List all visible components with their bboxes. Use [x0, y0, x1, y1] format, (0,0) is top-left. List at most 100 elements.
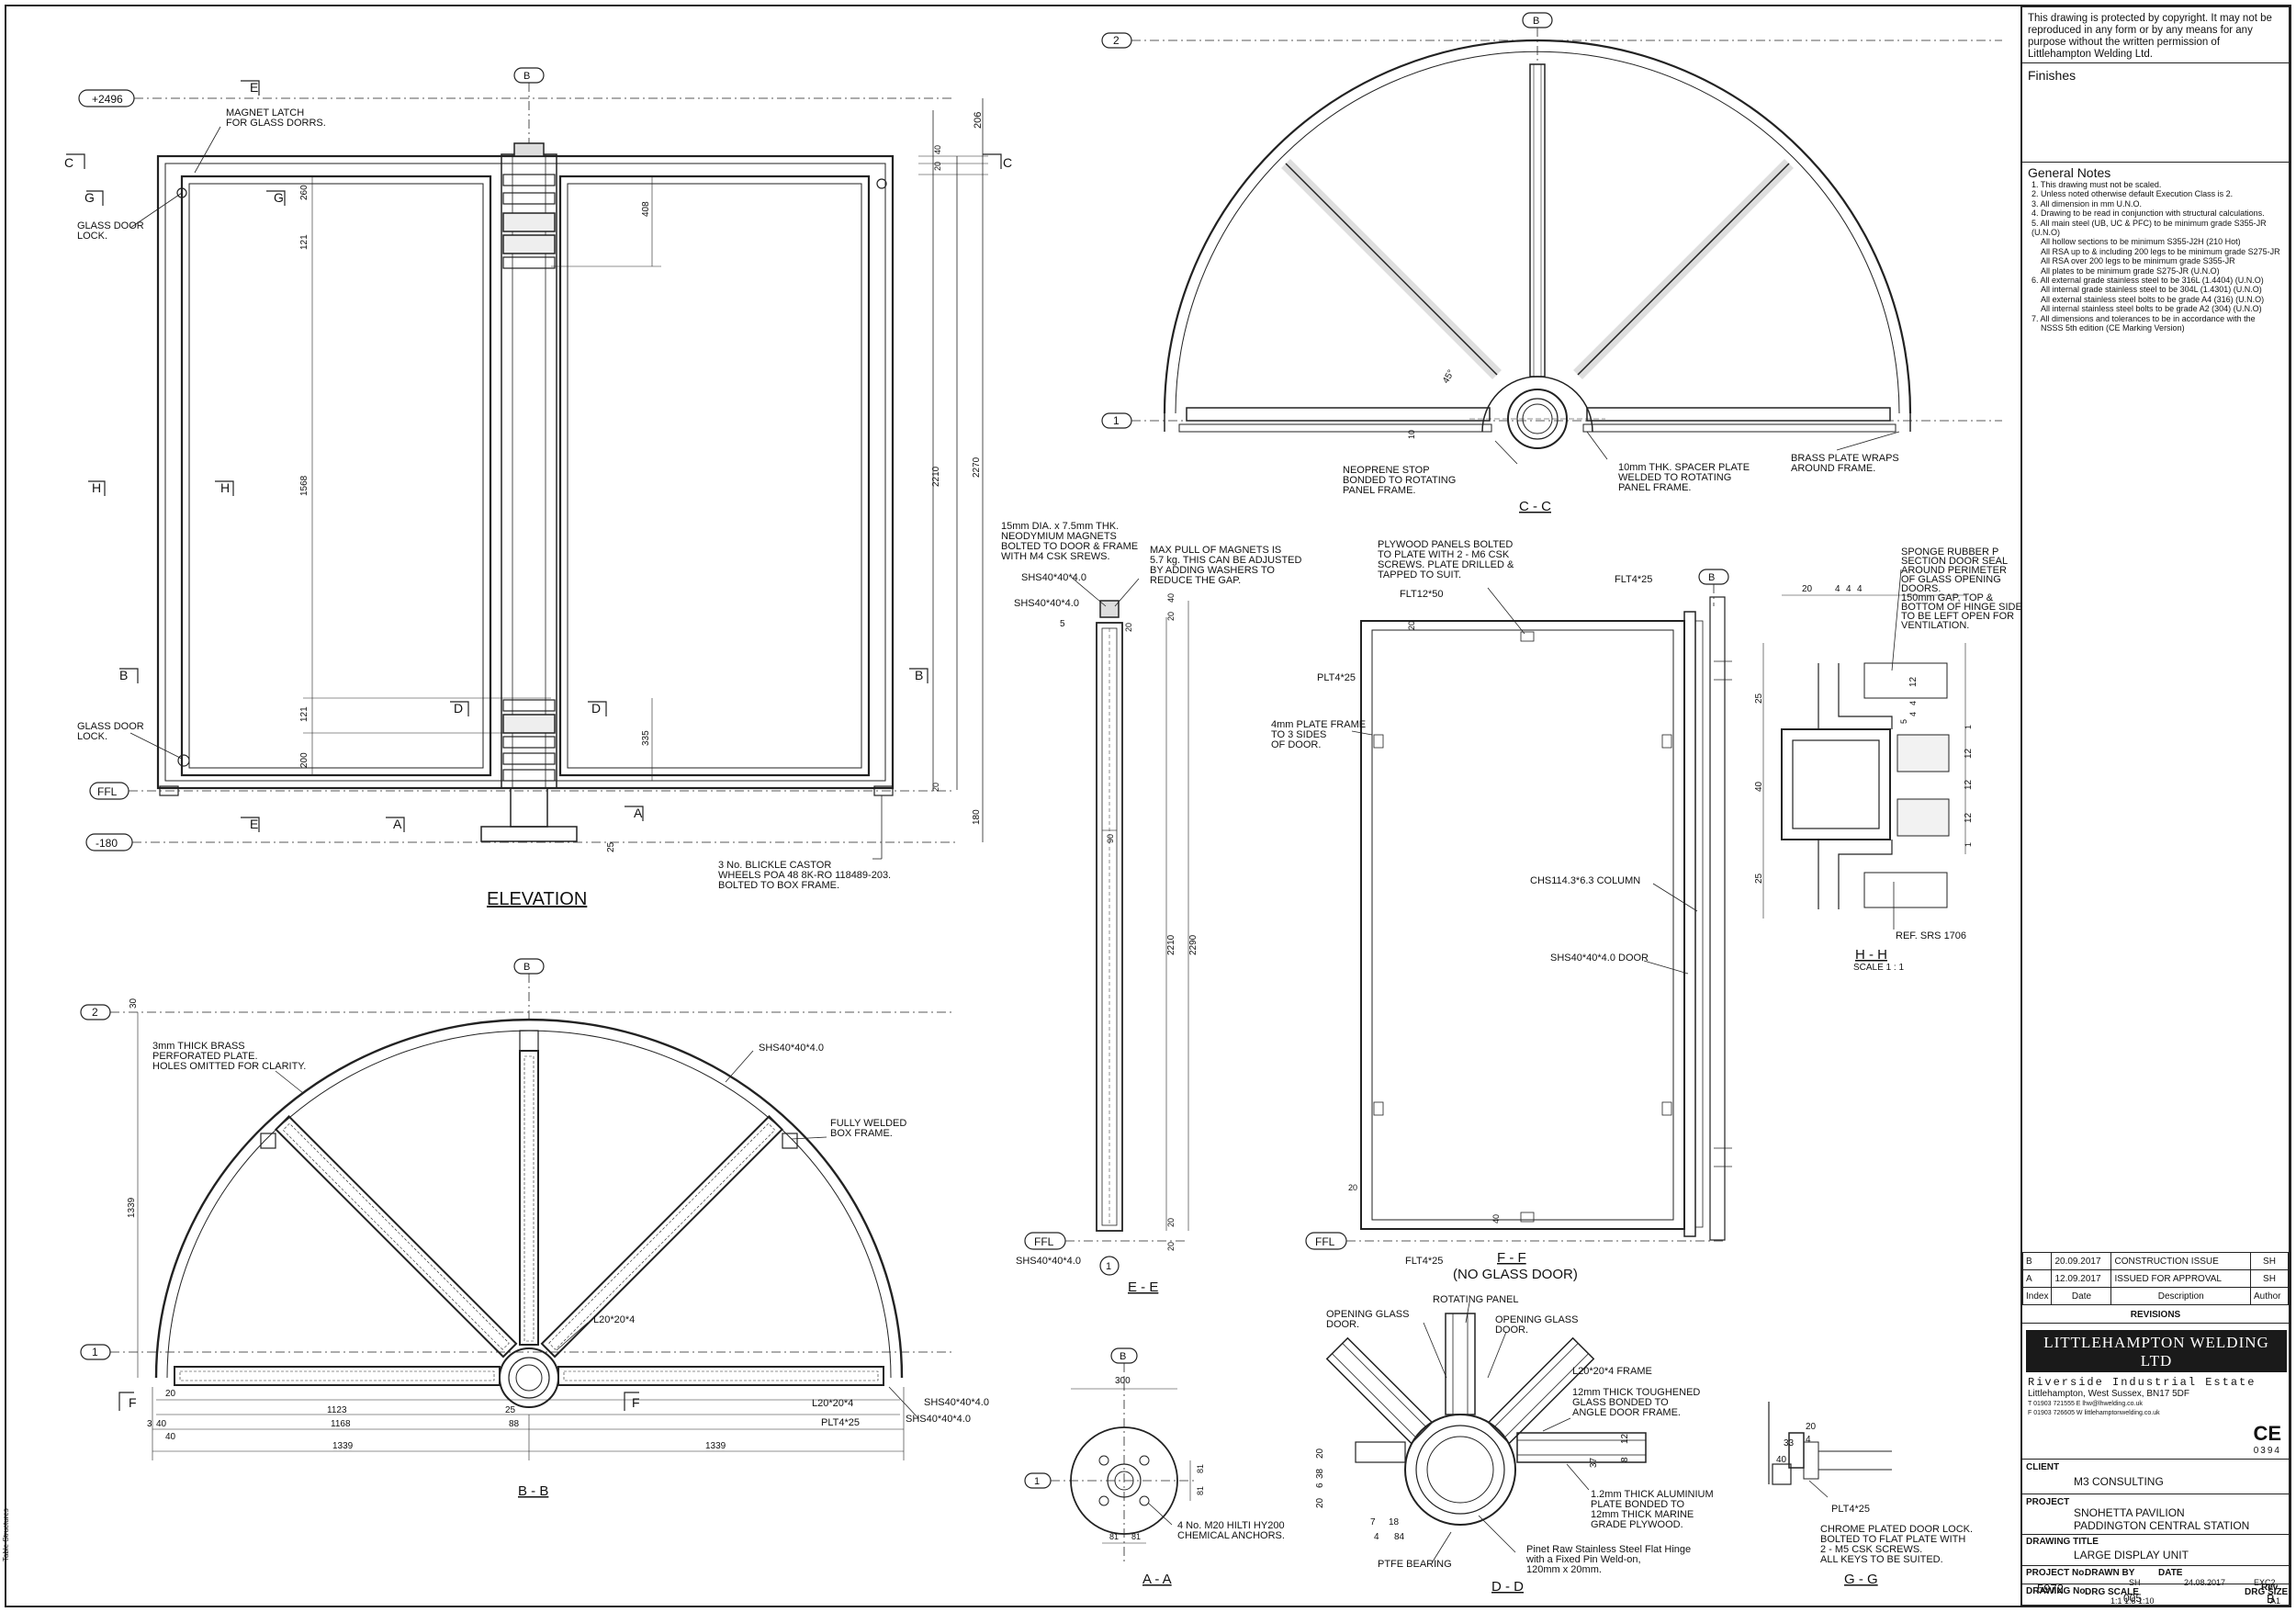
- section-ff: [1305, 569, 1732, 1250]
- svg-text:1339: 1339: [127, 1197, 137, 1218]
- svg-text:TO PLATE WITH 2 - M6 CSK: TO PLATE WITH 2 - M6 CSK: [1378, 549, 1510, 560]
- svg-text:FFL: FFL: [1315, 1235, 1335, 1248]
- client-label: CLIENT: [2026, 1462, 2060, 1472]
- section-cc-text: 2 1 B 45° 10 NEOPRENE STOP BONDED TO ROT…: [1113, 16, 1899, 514]
- svg-text:FLT4*25: FLT4*25: [1615, 574, 1652, 585]
- svg-text:B: B: [523, 962, 530, 973]
- side-note: Table Structures: [2, 1508, 10, 1561]
- svg-text:12: 12: [1620, 1433, 1630, 1444]
- drawn-by-label: DRAWN BY: [2085, 1568, 2135, 1578]
- client-value: M3 CONSULTING: [2074, 1475, 2164, 1488]
- svg-text:PERFORATED PLATE.: PERFORATED PLATE.: [152, 1051, 258, 1062]
- project-no-label: PROJECT No.: [2026, 1568, 2088, 1578]
- svg-text:B: B: [1120, 1351, 1126, 1362]
- svg-text:20: 20: [931, 783, 940, 792]
- svg-text:18: 18: [1389, 1517, 1400, 1527]
- drawing-no-label: DRAWING No.: [2026, 1586, 2088, 1596]
- svg-text:7: 7: [1370, 1517, 1376, 1527]
- rev-label: Rev: [2261, 1583, 2279, 1593]
- date-value: 24.08.2017: [2184, 1578, 2226, 1587]
- svg-text:4 No. M20 HILTI HY200: 4 No. M20 HILTI HY200: [1177, 1520, 1285, 1531]
- svg-text:1339: 1339: [705, 1441, 726, 1451]
- svg-text:40: 40: [1491, 1214, 1501, 1223]
- svg-text:5.7 kg. THIS CAN BE ADJUSTED: 5.7 kg. THIS CAN BE ADJUSTED: [1150, 555, 1302, 566]
- svg-text:B: B: [915, 668, 923, 682]
- svg-text:BOLTED TO FLAT PLATE WITH: BOLTED TO FLAT PLATE WITH: [1820, 1534, 1965, 1545]
- svg-text:2: 2: [1113, 34, 1120, 47]
- svg-text:20: 20: [1166, 612, 1176, 621]
- svg-text:WHEELS POA 48 8K-RO 118489-203: WHEELS POA 48 8K-RO 118489-203.: [718, 870, 891, 881]
- section-aa: [1024, 1347, 1194, 1561]
- revision-row: A 12.09.2017 ISSUED FOR APPROVAL SH: [2021, 1269, 2289, 1288]
- section-ff-text: PLYWOOD PANELS BOLTED TO PLATE WITH 2 - …: [1271, 539, 1715, 1282]
- drawn-by-value: SH: [2129, 1578, 2141, 1587]
- svg-text:DOOR.: DOOR.: [1326, 1319, 1359, 1330]
- project-line-2: PADDINGTON CENTRAL STATION: [2074, 1519, 2250, 1532]
- svg-text:81: 81: [1131, 1532, 1141, 1541]
- svg-text:6: 6: [1315, 1482, 1325, 1488]
- svg-text:D: D: [591, 701, 601, 716]
- svg-text:L20*20*4: L20*20*4: [812, 1398, 853, 1409]
- svg-text:BOTTOM OF HINGE SIDE: BOTTOM OF HINGE SIDE: [1901, 602, 2022, 613]
- svg-text:30: 30: [129, 998, 139, 1009]
- svg-text:12: 12: [1964, 779, 1974, 790]
- company-address: Riverside Industrial Estate Littlehampto…: [2028, 1376, 2257, 1416]
- svg-text:BONDED TO ROTATING: BONDED TO ROTATING: [1343, 475, 1456, 486]
- svg-text:40: 40: [1754, 781, 1764, 792]
- svg-text:SHS40*40*4.0: SHS40*40*4.0: [1014, 598, 1079, 609]
- svg-text:40: 40: [156, 1419, 167, 1429]
- svg-text:F: F: [632, 1395, 640, 1410]
- drawing-title-value: LARGE DISPLAY UNIT: [2074, 1549, 2189, 1561]
- svg-text:2: 2: [92, 1006, 98, 1019]
- svg-text:1.2mm THICK ALUMINIUM: 1.2mm THICK ALUMINIUM: [1591, 1489, 1714, 1500]
- svg-text:OF DOOR.: OF DOOR.: [1271, 739, 1321, 750]
- svg-text:C: C: [64, 155, 73, 170]
- svg-text:FLT4*25: FLT4*25: [1405, 1256, 1443, 1267]
- svg-text:PLATE BONDED TO: PLATE BONDED TO: [1591, 1499, 1685, 1510]
- svg-text:408: 408: [641, 201, 651, 217]
- svg-text:MAGNET LATCH: MAGNET LATCH: [226, 107, 304, 118]
- svg-text:88: 88: [509, 1419, 520, 1429]
- svg-text:SHS40*40*4.0: SHS40*40*4.0: [759, 1043, 824, 1054]
- svg-text:OPENING GLASS: OPENING GLASS: [1326, 1309, 1409, 1320]
- finishes-heading: Finishes: [2028, 68, 2077, 83]
- title-block: This drawing is protected by copyright. …: [2020, 6, 2290, 1606]
- svg-text:B: B: [1708, 572, 1715, 583]
- svg-text:L20*20*4: L20*20*4: [593, 1314, 635, 1325]
- svg-text:VENTILATION.: VENTILATION.: [1901, 620, 1969, 631]
- svg-text:PLYWOOD PANELS BOLTED: PLYWOOD PANELS BOLTED: [1378, 539, 1513, 550]
- svg-text:81: 81: [1109, 1532, 1119, 1541]
- svg-text:AROUND FRAME.: AROUND FRAME.: [1791, 463, 1875, 474]
- drg-size-label: DRG SIZE: [2245, 1587, 2289, 1597]
- svg-text:HOLES OMITTED FOR CLARITY.: HOLES OMITTED FOR CLARITY.: [152, 1061, 306, 1072]
- svg-text:OF GLASS OPENING: OF GLASS OPENING: [1901, 574, 2001, 585]
- svg-text:20: 20: [1124, 623, 1133, 632]
- svg-text:4: 4: [1846, 584, 1851, 594]
- svg-text:84: 84: [1394, 1532, 1405, 1542]
- svg-text:25: 25: [1754, 693, 1764, 704]
- svg-text:33: 33: [1784, 1438, 1795, 1449]
- svg-text:C: C: [1003, 155, 1012, 170]
- left-glass-door: [180, 175, 492, 777]
- svg-text:4: 4: [1835, 584, 1840, 594]
- svg-text:E: E: [250, 817, 258, 831]
- svg-text:H: H: [92, 480, 101, 495]
- svg-text:BY ADDING WASHERS TO: BY ADDING WASHERS TO: [1150, 565, 1275, 576]
- svg-text:260: 260: [299, 185, 310, 200]
- svg-text:PANEL FRAME.: PANEL FRAME.: [1618, 482, 1691, 493]
- svg-text:20: 20: [1166, 1242, 1176, 1251]
- date-label: DATE: [2158, 1568, 2183, 1578]
- svg-text:20: 20: [1315, 1448, 1325, 1459]
- svg-text:PLT4*25: PLT4*25: [1831, 1504, 1870, 1515]
- ff-subtitle: (NO GLASS DOOR): [1453, 1267, 1578, 1282]
- aa-title: A - A: [1142, 1572, 1172, 1587]
- svg-text:SCREWS. PLATE DRILLED &: SCREWS. PLATE DRILLED &: [1378, 559, 1514, 570]
- svg-text:2210: 2210: [931, 466, 941, 487]
- svg-text:LOCK.: LOCK.: [77, 231, 107, 242]
- svg-text:20: 20: [1348, 1183, 1357, 1192]
- svg-text:H: H: [220, 480, 230, 495]
- svg-text:GRADE PLYWOOD.: GRADE PLYWOOD.: [1591, 1519, 1683, 1530]
- svg-text:81: 81: [1196, 1464, 1205, 1473]
- svg-text:1: 1: [1106, 1261, 1111, 1272]
- ce-number: 0394: [2253, 1446, 2281, 1456]
